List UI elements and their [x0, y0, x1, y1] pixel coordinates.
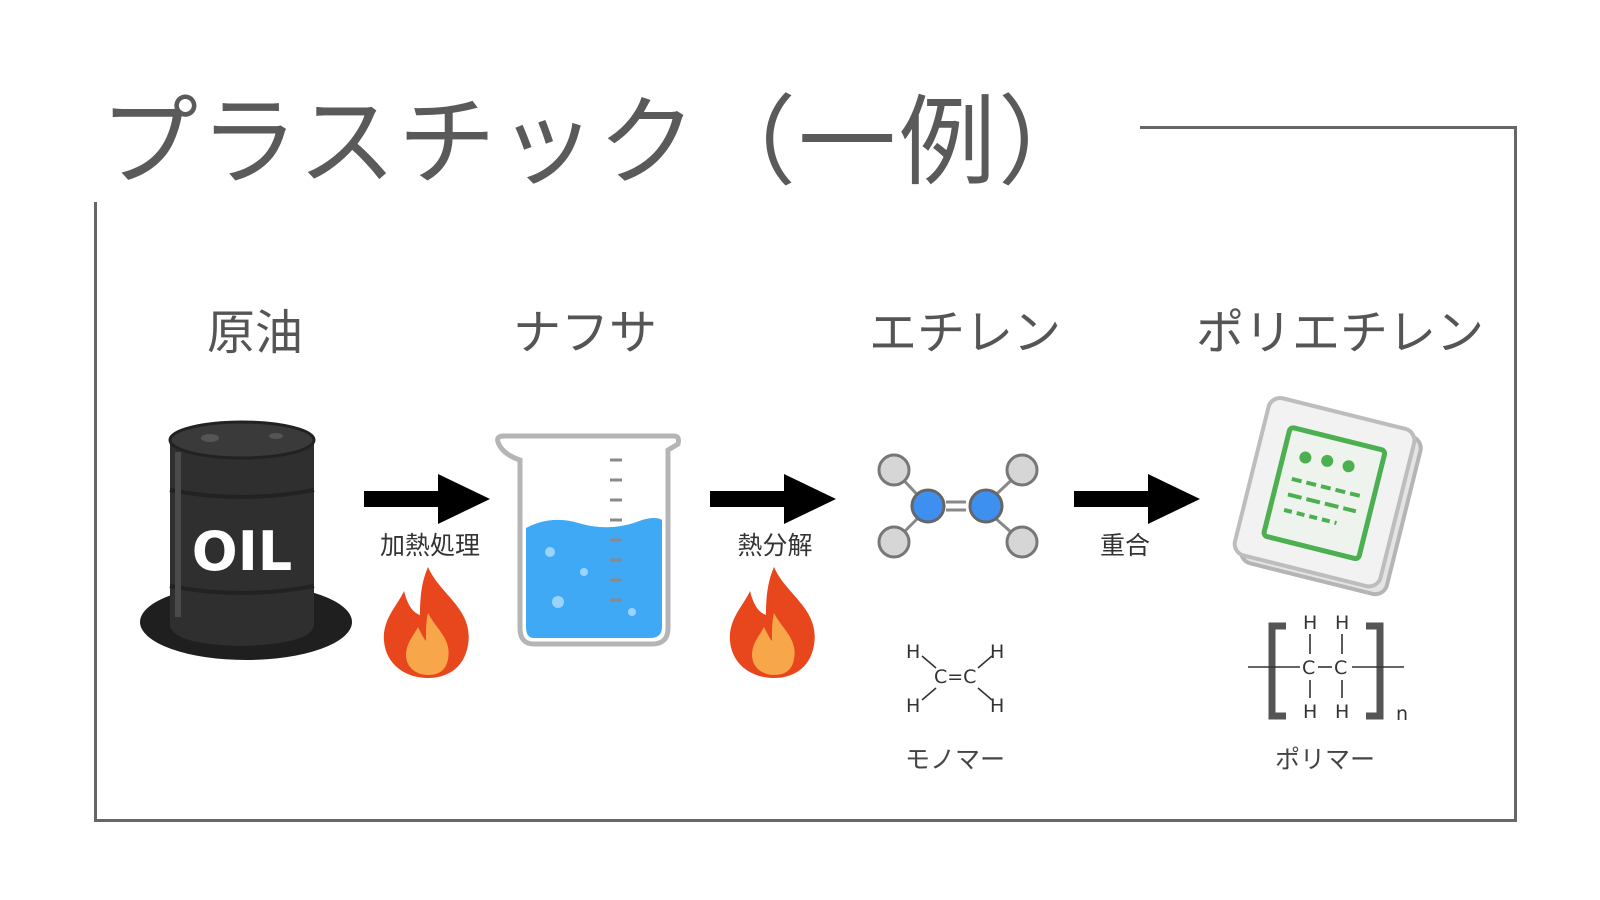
stage-label-ethylene: エチレン: [868, 305, 1061, 361]
formula-carbon: C: [1334, 657, 1347, 679]
arrow-right-icon: [710, 474, 836, 524]
flame-icon: [729, 567, 815, 678]
step-label-thermal-cracking: 熱分解: [737, 531, 813, 560]
step-label-polymerization: 重合: [1099, 531, 1150, 560]
frame-bottom: [94, 819, 1517, 822]
stage-label-naphtha: ナフサ: [512, 305, 657, 361]
page-title: プラスチック（一例）: [100, 86, 1099, 200]
formula-hydrogen: H: [990, 695, 1004, 717]
formula-hydrogen: H: [906, 695, 920, 717]
carbon-atom: [910, 488, 946, 524]
formula-hydrogen: H: [906, 641, 920, 663]
naphtha-liquid: [526, 518, 662, 638]
formula-hydrogen: H: [1303, 701, 1317, 723]
ethylene-molecule-icon: [877, 453, 1039, 559]
formula-carbon: C: [1302, 657, 1315, 679]
monomer-formula: H H H H C=C: [906, 641, 1004, 717]
hydrogen-atom: [877, 453, 911, 487]
plastic-bag-icon: [1232, 396, 1423, 597]
frame-top-right: [1140, 126, 1517, 129]
formula-repeat-n: n: [1396, 703, 1408, 725]
stage-label-polyethylene: ポリエチレン: [1195, 305, 1484, 361]
carbon-atom: [968, 488, 1004, 524]
hydrogen-atom: [1005, 525, 1039, 559]
beaker-icon: [495, 433, 681, 647]
oil-barrel-icon: OIL: [140, 420, 352, 660]
formula-carbon-double-bond: C=C: [934, 666, 976, 688]
frame-right: [1514, 126, 1517, 822]
arrow-right-icon: [1074, 474, 1200, 524]
formula-hydrogen: H: [1335, 612, 1349, 634]
hydrogen-atom: [1005, 453, 1039, 487]
step-label-heat-treatment: 加熱処理: [379, 531, 480, 560]
formula-hydrogen: H: [1335, 701, 1349, 723]
formula-hydrogen: H: [1303, 612, 1317, 634]
polymer-formula: H H C C H H n: [1248, 612, 1408, 725]
arrow-right-icon: [364, 474, 490, 524]
oil-barrel-label: OIL: [192, 520, 292, 583]
formula-hydrogen: H: [990, 641, 1004, 663]
polymer-label: ポリマー: [1274, 745, 1375, 774]
monomer-label: モノマー: [904, 745, 1005, 774]
flame-icon: [383, 567, 469, 678]
stage-label-crude-oil: 原油: [206, 305, 303, 361]
hydrogen-atom: [877, 525, 911, 559]
frame-left: [94, 202, 97, 822]
